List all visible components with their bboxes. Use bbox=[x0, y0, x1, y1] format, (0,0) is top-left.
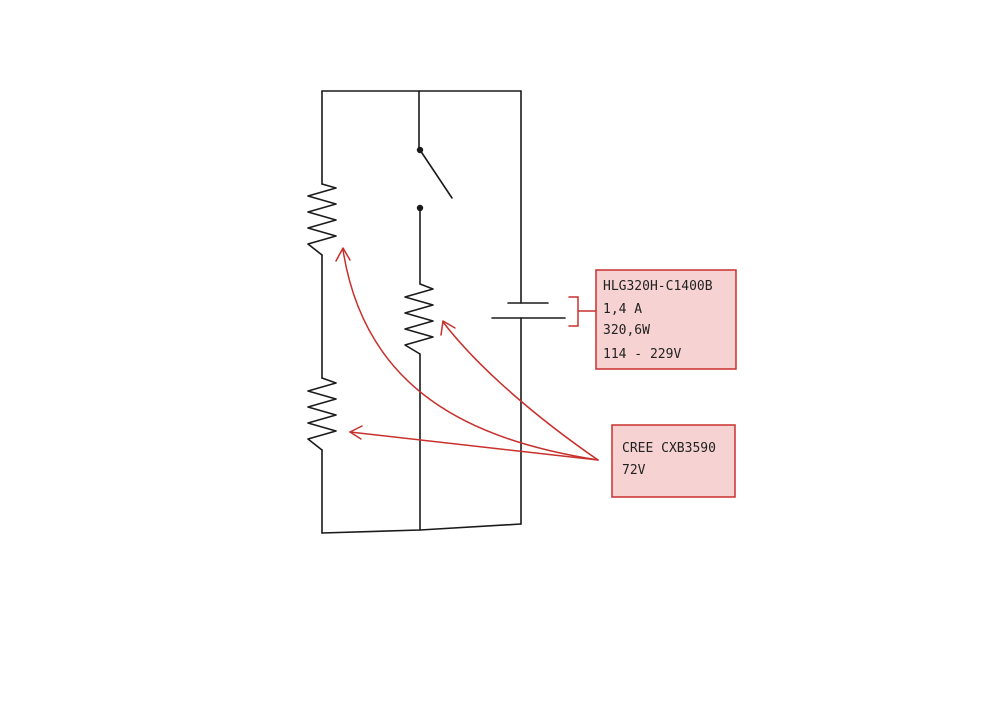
arrowhead-left-top bbox=[335, 247, 351, 262]
middle-branch bbox=[404, 90, 453, 531]
led-note bbox=[611, 424, 736, 498]
right-branch bbox=[491, 90, 566, 525]
power-supply-model: HLG320H-C1400B bbox=[603, 279, 713, 294]
led-model: CREE CXB3590 bbox=[622, 441, 716, 456]
bottom-wire bbox=[321, 523, 522, 534]
arrow-to-left-bottom-resistor bbox=[349, 431, 599, 461]
arrowhead-left-bottom bbox=[349, 425, 363, 440]
resistor-middle bbox=[404, 283, 434, 355]
left-branch bbox=[307, 90, 337, 534]
led-arrows bbox=[335, 247, 599, 461]
arrow-to-left-top-resistor bbox=[342, 249, 599, 461]
source-bracket bbox=[568, 296, 597, 327]
power-supply-voltage: 114 - 229V bbox=[603, 347, 681, 362]
resistor-left-top bbox=[307, 183, 337, 256]
arrow-to-middle-resistor bbox=[442, 321, 599, 461]
led-voltage: 72V bbox=[622, 463, 646, 478]
arrowhead-middle bbox=[440, 320, 456, 336]
power-supply-current: 1,4 A bbox=[603, 302, 642, 317]
power-supply-power: 320,6W bbox=[603, 323, 650, 338]
power-supply-note bbox=[595, 269, 737, 370]
resistor-left-bottom bbox=[307, 377, 337, 451]
switch-lever bbox=[419, 149, 453, 199]
